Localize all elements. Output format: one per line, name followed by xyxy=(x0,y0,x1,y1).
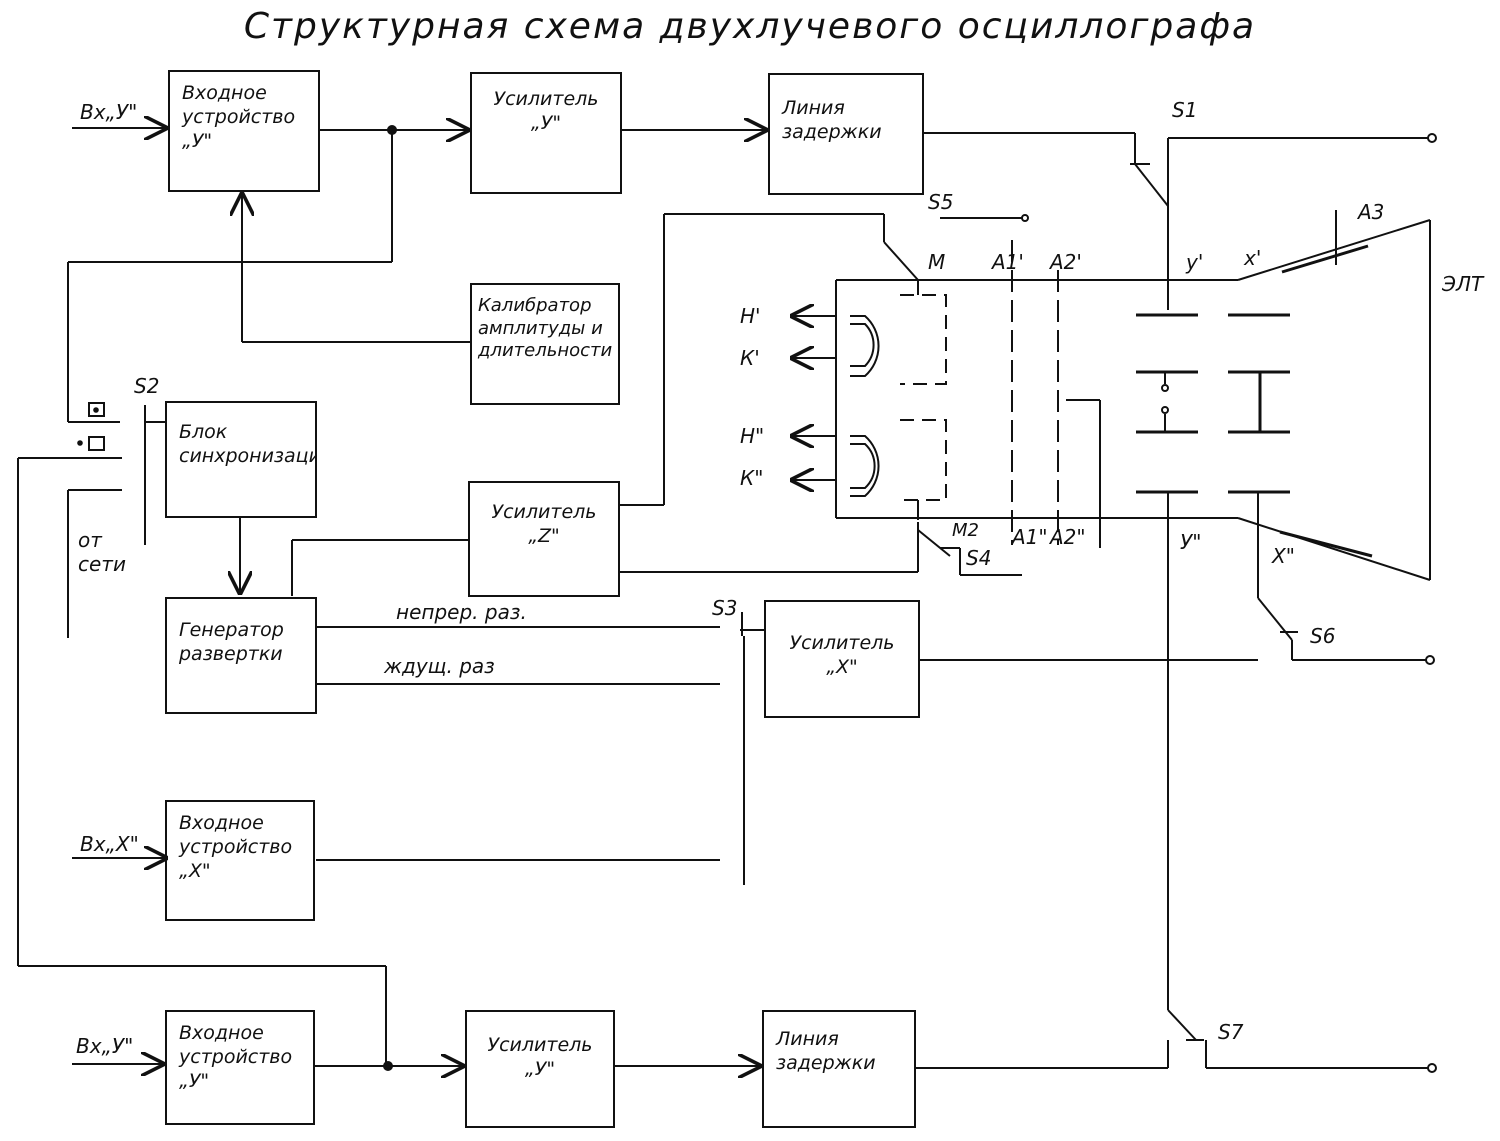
plate-xpp-label: Х" xyxy=(1272,544,1295,568)
sweep-generator: Генератор развертки xyxy=(165,597,317,714)
cathode-h1-label: Н' xyxy=(740,304,761,328)
sync-block: Блок синхронизации xyxy=(165,401,317,518)
s2-terminal-1 xyxy=(88,402,105,417)
delay-line-top: Линия задержки xyxy=(768,73,924,195)
plate-ypp-label: У" xyxy=(1180,530,1202,554)
waiting-sweep-label: ждущ. раз xyxy=(384,654,495,678)
switch-s5[interactable]: S5 xyxy=(928,190,954,214)
mains-label: от сети xyxy=(78,528,126,576)
switch-s7[interactable]: S7 xyxy=(1218,1020,1244,1044)
anode-a1p-label: А1' xyxy=(992,250,1024,274)
amplifier-z: Усилитель „Z" xyxy=(468,481,620,597)
plate-yp-label: у' xyxy=(1186,250,1204,274)
anode-a2pp-label: А2" xyxy=(1050,525,1086,549)
cathode-k2-label: К" xyxy=(740,466,764,490)
cathode-k1-label: К' xyxy=(740,346,760,370)
switch-s4[interactable]: S4 xyxy=(966,546,992,570)
crt-tube xyxy=(790,210,1431,581)
switch-s6[interactable]: S6 xyxy=(1310,624,1336,648)
modulator-m2-label: М2 xyxy=(952,520,979,541)
continuous-sweep-label: непрер. раз. xyxy=(396,600,527,624)
diagram-title: Структурная схема двухлучевого осциллогр… xyxy=(243,6,1257,47)
input-y-bottom-label: Вх„У" xyxy=(76,1034,134,1058)
anode-a1pp-label: А1" xyxy=(1012,525,1048,549)
amplifier-y-bottom: Усилитель „У" xyxy=(465,1010,615,1128)
crt-label: ЭЛТ xyxy=(1442,272,1484,296)
input-device-y-bottom: Входное устройство „У" xyxy=(165,1010,315,1125)
input-y-top-label: Вх„У" xyxy=(80,100,138,124)
input-x-label: Вх„X" xyxy=(80,832,139,856)
plate-xp-label: х' xyxy=(1244,246,1262,270)
anode-a3-label: А3 xyxy=(1358,200,1385,224)
calibrator-block: Калибратор амплитуды и длительности xyxy=(470,283,620,405)
modulator-m-label: М xyxy=(928,250,946,274)
input-device-y-top: Входное устройство „У" xyxy=(168,70,320,192)
input-device-x: Входное устройство „X" xyxy=(165,800,315,921)
amplifier-y-top: Усилитель „У" xyxy=(470,72,622,194)
switch-s1[interactable]: S1 xyxy=(1172,98,1198,122)
cathode-h2-label: Н" xyxy=(740,424,765,448)
switch-s2[interactable]: S2 xyxy=(134,374,160,398)
anode-a2p-label: А2' xyxy=(1050,250,1082,274)
amplifier-x: Усилитель „X" xyxy=(764,600,920,718)
switch-s3[interactable]: S3 xyxy=(712,596,738,620)
delay-line-bottom: Линия задержки xyxy=(762,1010,916,1128)
s2-terminal-2 xyxy=(88,436,105,451)
